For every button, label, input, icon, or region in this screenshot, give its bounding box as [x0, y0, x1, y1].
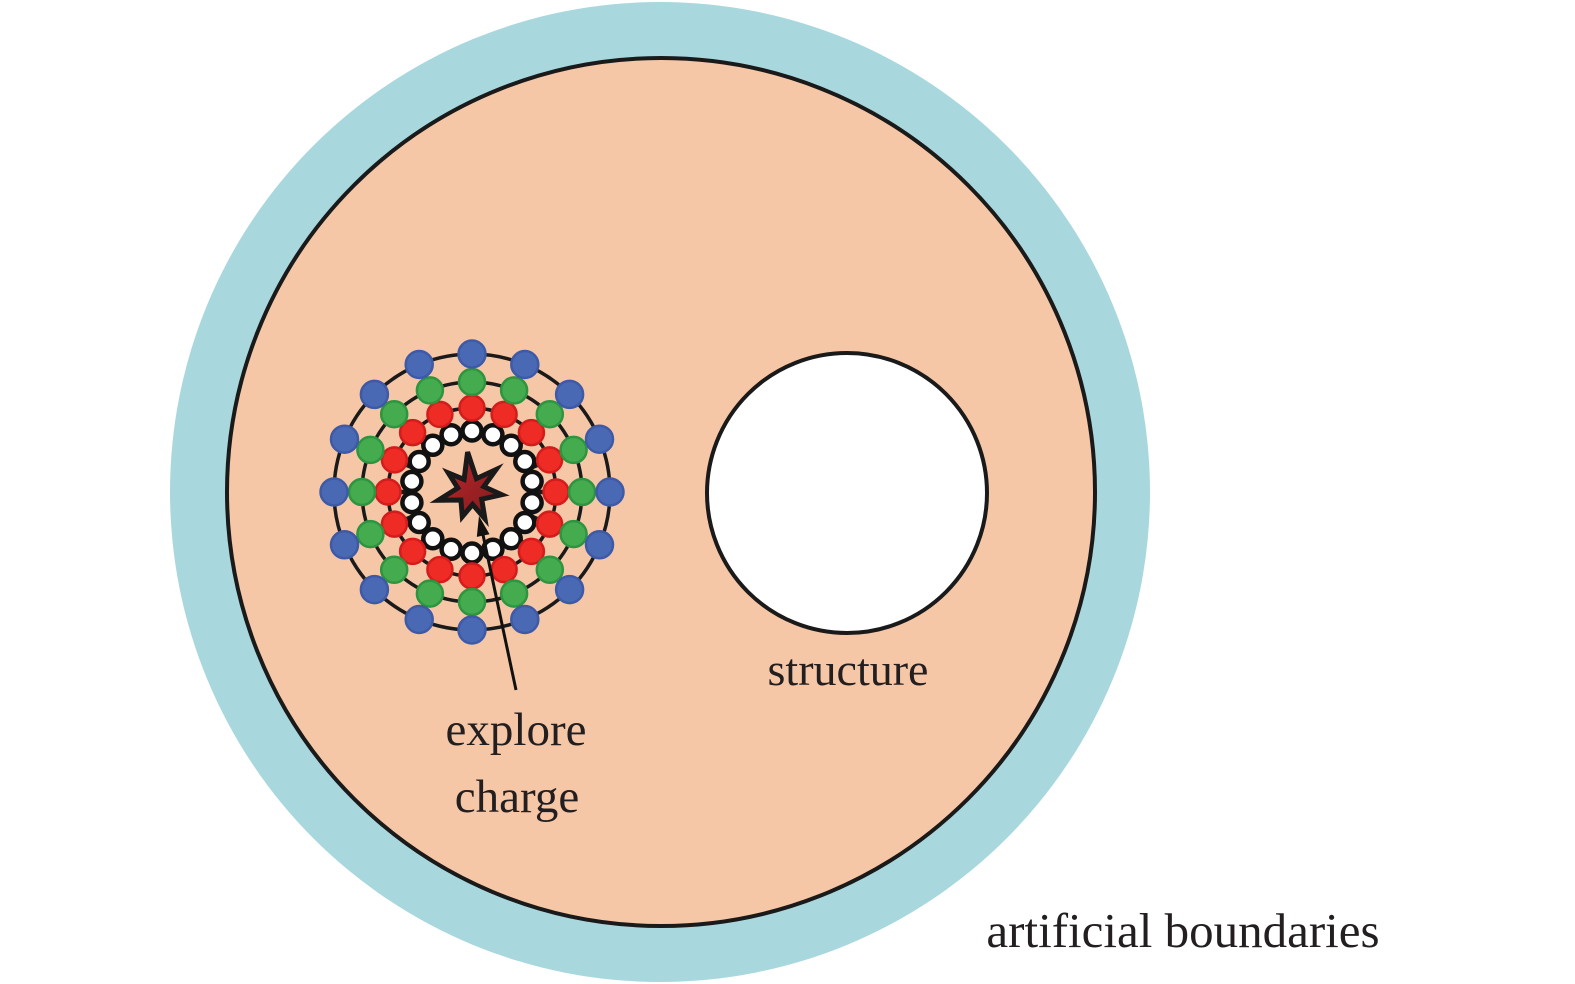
red-shell-dot — [517, 418, 546, 447]
green-shell-dot — [356, 519, 385, 549]
blue-shell-dot — [359, 574, 390, 605]
explore-charge-shells — [319, 339, 625, 645]
blue-shell-dot — [554, 574, 585, 605]
white-shell-dot — [520, 469, 544, 494]
red-shell-dot — [380, 510, 409, 538]
red-shell-dot — [490, 400, 518, 429]
red-shell-dot — [426, 400, 454, 429]
green-shell-dot — [379, 555, 409, 585]
green-shell-dot — [457, 367, 487, 397]
red-shell-dot — [458, 562, 486, 590]
white-shell-dot — [499, 526, 523, 551]
artificial-boundaries-label: artificial boundaries — [986, 903, 1380, 958]
blue-shell-dot — [595, 477, 625, 507]
explore-charge-label-line1: explore — [445, 704, 587, 756]
white-shell-dot — [460, 419, 484, 443]
green-shell-dot — [535, 555, 565, 585]
white-shell-dot — [439, 537, 463, 562]
explore-charge-label-line2: charge — [454, 771, 580, 823]
blue-shell-dot — [457, 615, 487, 645]
green-shell-dot — [567, 477, 597, 507]
green-shell-dot — [415, 579, 445, 608]
white-shell-dot — [481, 422, 505, 447]
structure-hole-circle — [705, 351, 989, 635]
green-shell-dot — [559, 435, 588, 465]
blue-shell-dot — [457, 339, 487, 369]
blue-shell-dot — [510, 604, 540, 635]
white-shell-dot — [407, 510, 431, 535]
green-shell-dot — [379, 399, 409, 429]
arrow-head-icon — [476, 516, 490, 537]
red-shell-dot — [398, 537, 427, 566]
white-shell-dot — [520, 490, 544, 515]
white-shell-dot — [421, 433, 445, 458]
blue-shell-dot — [584, 530, 615, 560]
white-shell-dot — [400, 469, 424, 494]
red-shell-dot — [490, 555, 518, 584]
blue-shell-dot — [404, 604, 434, 635]
green-shell-dot — [415, 376, 445, 405]
red-shell-dot — [517, 537, 546, 566]
arrow-shaft — [481, 533, 518, 691]
green-shell-dot — [559, 519, 588, 549]
blue-shell-dot — [319, 477, 349, 507]
blue-shell-dot — [510, 349, 540, 380]
white-shell-dot — [499, 433, 523, 458]
white-shell-dot — [407, 449, 431, 474]
green-shell-dot — [499, 579, 529, 608]
shell-dots — [319, 339, 625, 645]
red-shell-dot — [535, 510, 564, 538]
blue-shell-dot — [329, 424, 360, 454]
red-shell-dot — [426, 555, 454, 584]
white-shell-dot — [439, 422, 463, 447]
red-shell-dot — [542, 478, 570, 506]
green-shell-dot — [347, 477, 377, 507]
green-shell-dot — [499, 376, 529, 405]
pointer-arrow — [476, 516, 518, 691]
blue-shell-dot — [554, 379, 585, 410]
structure-label: structure — [767, 644, 929, 695]
red-shell-dot — [374, 478, 402, 506]
white-shell-dot — [460, 541, 484, 565]
white-shell-dot — [421, 526, 445, 551]
blue-shell-dot — [329, 530, 360, 560]
green-shell-dot — [356, 435, 385, 465]
green-shell-dot — [457, 587, 487, 617]
red-shell-dot — [398, 418, 427, 447]
blue-shell-dot — [584, 424, 615, 454]
green-shell-dot — [535, 399, 565, 429]
blue-shell-dot — [404, 349, 434, 380]
blue-shell-dot — [359, 379, 390, 410]
explore-charge-star-icon — [429, 451, 510, 528]
red-shell-dot — [535, 446, 564, 474]
white-shell-dot — [513, 449, 537, 474]
red-shell-dot — [380, 446, 409, 474]
red-shell-dot — [458, 394, 486, 422]
white-shell-dot — [513, 510, 537, 535]
domain-circle — [225, 56, 1097, 928]
white-shell-dot — [400, 490, 424, 515]
